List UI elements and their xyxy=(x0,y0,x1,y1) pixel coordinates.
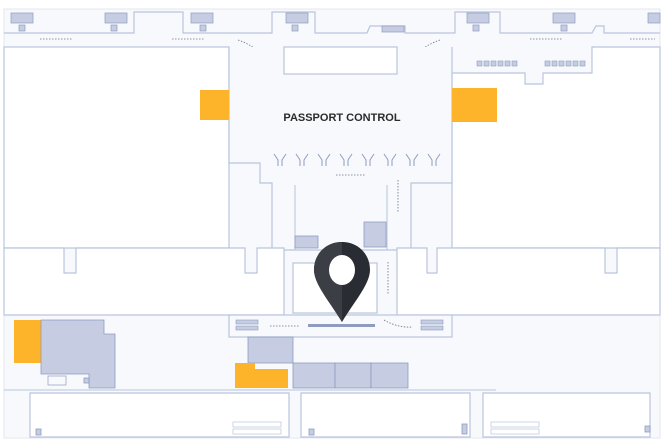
shop[interactable] xyxy=(334,362,372,389)
bottom-gates xyxy=(29,392,651,438)
amenity-right[interactable] xyxy=(452,88,497,122)
shop[interactable] xyxy=(247,336,294,364)
shop[interactable] xyxy=(370,362,409,389)
right-hall xyxy=(451,46,661,249)
shop[interactable] xyxy=(363,221,387,248)
location-pin-icon[interactable] xyxy=(314,242,370,322)
passport-control-label: PASSPORT CONTROL xyxy=(283,112,400,124)
exit-bar xyxy=(308,324,375,327)
passport-control-area xyxy=(228,47,453,251)
seating-rows xyxy=(424,60,586,68)
shop[interactable] xyxy=(294,235,319,249)
left-hall xyxy=(3,46,230,249)
passport-booths xyxy=(273,153,441,166)
info-desk xyxy=(283,46,398,75)
middle-left-room xyxy=(3,247,285,316)
amenity-lower-center[interactable] xyxy=(235,363,288,388)
shop[interactable] xyxy=(292,362,336,389)
middle-right-room xyxy=(396,247,661,316)
exit-gates xyxy=(235,319,444,331)
amenity-lower-left[interactable] xyxy=(14,320,41,363)
top-gates xyxy=(4,11,661,69)
shop-large[interactable] xyxy=(40,319,116,389)
amenity-left[interactable] xyxy=(200,90,229,120)
